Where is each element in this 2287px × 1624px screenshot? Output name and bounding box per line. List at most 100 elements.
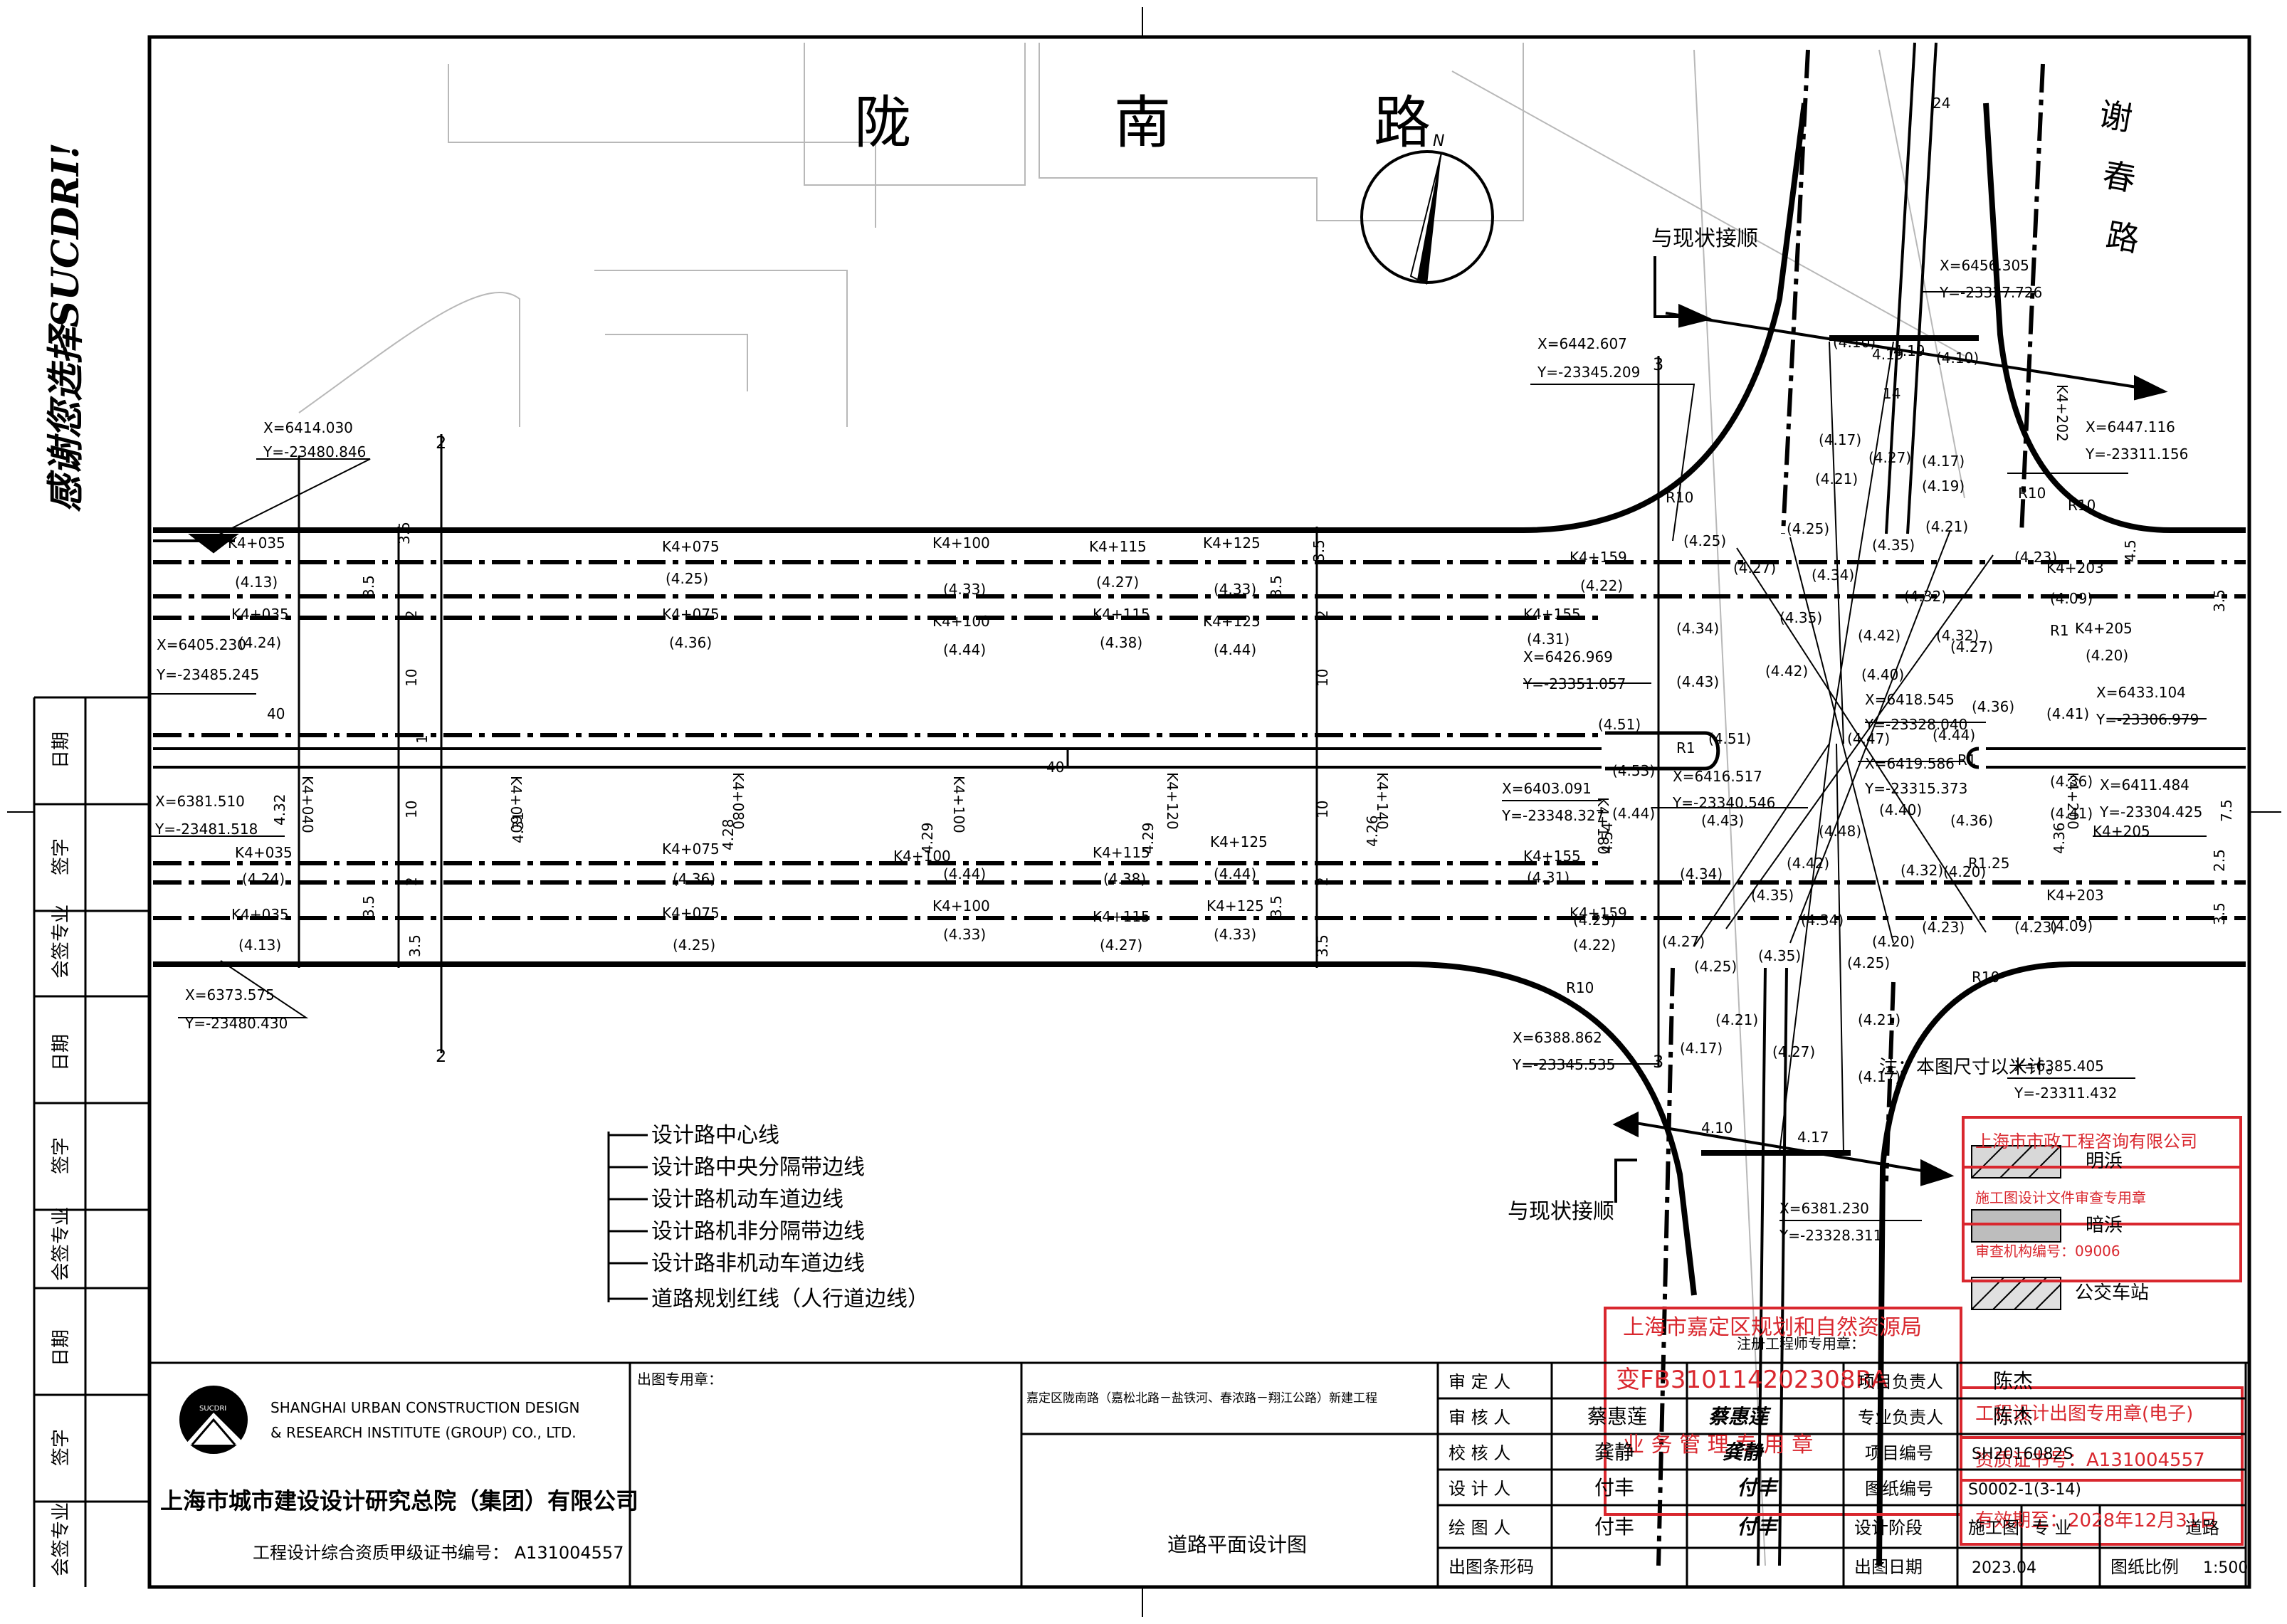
coord: X=6411.484 bbox=[2100, 776, 2189, 793]
connection-arrows bbox=[153, 256, 2168, 1203]
station-vertical-elev: 4.29 bbox=[1140, 822, 1157, 854]
company-logo-text: SUCDRI bbox=[199, 1405, 226, 1413]
coord: X=6414.030 bbox=[263, 419, 353, 436]
station-vertical: K4+100 bbox=[950, 776, 967, 833]
station-label: K4+035 bbox=[231, 606, 289, 623]
cross-station: K4+202 bbox=[2054, 384, 2071, 442]
project-stamp-cert: 资质证书号：A131004557 bbox=[1975, 1450, 2205, 1471]
coord: Y=-23328.040 bbox=[1864, 716, 1967, 733]
elev: 4.19 bbox=[1872, 346, 1904, 363]
road-name-cross-3: 路 bbox=[2103, 216, 2143, 259]
station-elev: (4.31) bbox=[1527, 869, 1570, 886]
cross-stations: K4+202 K4+203 K4+205 K4+205 K4+203 bbox=[2046, 384, 2150, 904]
station-vertical-elev: 4.29 bbox=[919, 822, 936, 854]
station-label: K4+100 bbox=[932, 897, 990, 914]
elev: (4.25) bbox=[1787, 520, 1829, 537]
station-vertical: K4+140 bbox=[1374, 772, 1391, 830]
elev: (4.27) bbox=[1950, 638, 1993, 655]
elev: (4.23) bbox=[2014, 919, 2057, 936]
station-elev: (4.13) bbox=[238, 937, 281, 954]
station-vertical-elev: 4.31 bbox=[510, 811, 527, 843]
section-number: 2 bbox=[436, 433, 446, 453]
side-label-spec-2: 会签专业 bbox=[51, 1207, 72, 1281]
dim-label: R1 bbox=[1676, 739, 1695, 756]
station-label: K4+155 bbox=[1523, 606, 1581, 623]
elev: (4.40) bbox=[1879, 801, 1922, 818]
coord: Y=-23315.373 bbox=[1864, 780, 1967, 797]
intersection-elevations: (4.10) 4.19 (4.10) (4.17) (4.27) (4.17) … bbox=[1573, 334, 2128, 1146]
elev: (4.20) bbox=[1872, 933, 1915, 950]
dim-label: R1.25 bbox=[1968, 855, 2009, 872]
pave-legend-item: 明浜 bbox=[2086, 1151, 2123, 1172]
bureau-stamp-text: 业 务 管 理 专 用 章 bbox=[1623, 1433, 1813, 1457]
station-vertical: K4+060 bbox=[508, 776, 525, 833]
elev: (4.36) bbox=[1950, 812, 1993, 829]
side-strip bbox=[33, 696, 149, 1587]
station-elev: (4.27) bbox=[1100, 937, 1142, 954]
dim-label: 2 bbox=[403, 610, 420, 619]
coordinates: X=6414.030 Y=-23480.846 X=6405.230 Y=-23… bbox=[154, 257, 2202, 1244]
section-number: 3 bbox=[1653, 354, 1663, 374]
road-name-cross: 谢 春 路 bbox=[2096, 95, 2143, 259]
elev: 4.17 bbox=[1797, 1129, 1829, 1146]
project-name: 嘉定区陇南路（嘉松北路－盐铁河、春浓路－翔江公路）新建工程 bbox=[1026, 1391, 1377, 1406]
station-label: K4+035 bbox=[235, 844, 293, 861]
cross-station: K4+205 bbox=[2093, 823, 2150, 840]
station-elev: (4.38) bbox=[1100, 634, 1142, 651]
scale-label: 图纸比例 bbox=[2110, 1557, 2179, 1577]
station-label: K4+100 bbox=[932, 534, 990, 552]
leaders bbox=[149, 291, 2207, 1221]
elev: (4.35) bbox=[1872, 537, 1915, 554]
elev: (4.42) bbox=[1787, 855, 1829, 872]
dim-label: 3.5 bbox=[2211, 589, 2228, 612]
bureau-stamp-name: 上海市嘉定区规划和自然资源局 bbox=[1623, 1315, 1922, 1340]
elev: (4.32) bbox=[1936, 627, 1979, 644]
project-stamp-date: 有效期至：2028年12月31日 bbox=[1975, 1510, 2217, 1531]
elev: (4.47) bbox=[1847, 730, 1890, 747]
dwg-no-label: 图纸编号 bbox=[1865, 1479, 1933, 1499]
spec: 道路 bbox=[2185, 1518, 2219, 1538]
station-label: K4+125 bbox=[1210, 833, 1268, 850]
elev: (4.25) bbox=[1847, 954, 1890, 971]
station-elev: (4.25) bbox=[673, 937, 715, 954]
station-vertical: K4+120 bbox=[1164, 772, 1181, 830]
role-review: 审 核 人 bbox=[1449, 1408, 1510, 1428]
coord: Y=-23311.156 bbox=[2085, 445, 2188, 463]
dim-label: 2 bbox=[1314, 610, 1331, 619]
coord: X=6373.575 bbox=[185, 986, 275, 1003]
station-vertical-elev: 4.26 bbox=[1364, 815, 1381, 847]
coord: Y=-23480.846 bbox=[263, 443, 366, 460]
elev: (4.53) bbox=[1612, 762, 1655, 779]
elev: (4.36) bbox=[2050, 773, 2093, 790]
station-label: K4+125 bbox=[1206, 897, 1264, 914]
elev: (4.44) bbox=[1612, 805, 1655, 822]
elev: (4.34) bbox=[1680, 865, 1723, 882]
dim-label: 10 bbox=[1314, 801, 1331, 818]
dim-label: 2 bbox=[403, 877, 420, 886]
proj-lead: 陈杰 bbox=[1993, 1369, 2033, 1393]
elev: (4.21) bbox=[1858, 1011, 1900, 1028]
dimensions: 3.5 3.5 2 10 1 40 40 10 2 3.5 3.5 3.5 3.… bbox=[267, 95, 2235, 996]
drawing-title: 道路平面设计图 bbox=[1167, 1533, 1307, 1556]
station-vertical: K4+080 bbox=[730, 772, 747, 830]
legend-item: 设计路中心线 bbox=[651, 1123, 779, 1148]
elev: (4.42) bbox=[1858, 627, 1900, 644]
dim-label: 3.5 bbox=[1268, 895, 1285, 918]
station-vertical-elev: 4.28 bbox=[720, 818, 737, 850]
station-elev: (4.13) bbox=[235, 574, 278, 591]
company-name-cn: 上海市城市建设设计研究总院（集团）有限公司 bbox=[160, 1487, 638, 1514]
person-design: 付丰 bbox=[1594, 1476, 1634, 1499]
section-number: 2 bbox=[436, 1046, 446, 1066]
station-label: K4+075 bbox=[662, 606, 720, 623]
station-elev: (4.36) bbox=[673, 870, 715, 887]
coord: X=6456.305 bbox=[1940, 257, 2029, 274]
dim-label: R10 bbox=[1972, 969, 1999, 986]
station-label: K4+115 bbox=[1093, 844, 1150, 861]
coord: Y=-23351.057 bbox=[1523, 675, 1626, 692]
sheet-border bbox=[147, 35, 2251, 1589]
role-check: 校 核 人 bbox=[1449, 1443, 1510, 1463]
dim-label: 3.5 bbox=[2211, 902, 2228, 925]
road-name-main-3: 路 bbox=[1374, 90, 1431, 156]
role-approve: 审 定 人 bbox=[1449, 1372, 1510, 1392]
